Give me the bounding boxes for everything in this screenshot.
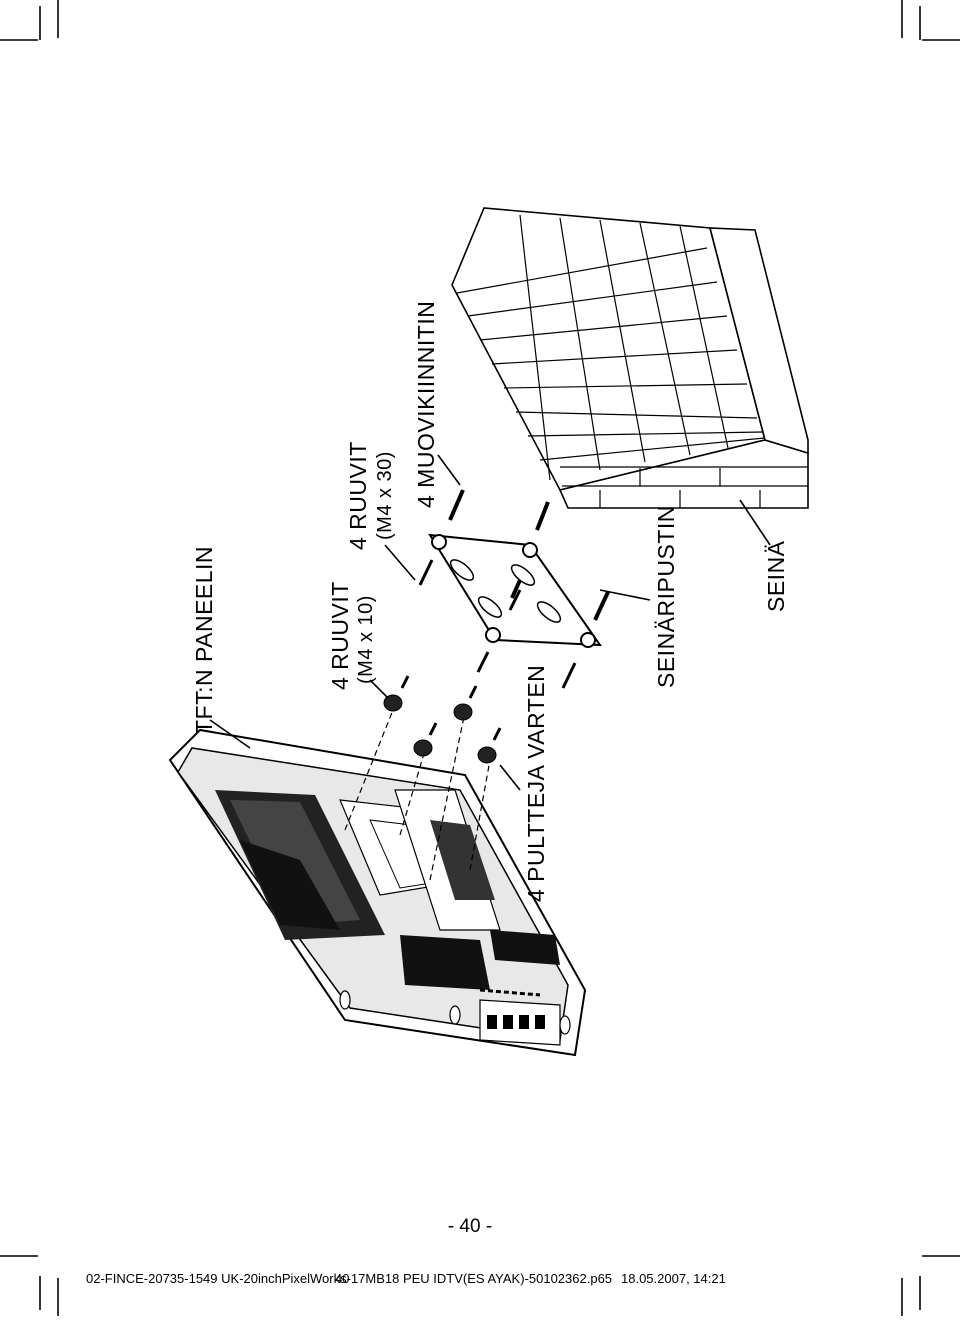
plastic-anchors	[448, 489, 610, 621]
bolts	[383, 694, 497, 764]
footer-timestamp: 18.05.2007, 14:21	[621, 1271, 726, 1286]
footer-filename: 02-FINCE-20735-1549 UK-20inchPixelWorks-…	[86, 1271, 612, 1286]
label-screws-short-size: (M4 x 10)	[355, 595, 377, 684]
long-screws	[418, 559, 577, 689]
footer-page-ref: 40	[335, 1271, 349, 1286]
brick-wall	[451, 207, 809, 509]
label-wall: SEINÄ	[763, 540, 789, 612]
assembly-guide-lines	[344, 704, 491, 881]
label-plastic-anchors: 4 MUOVIKIINNITIN	[413, 301, 439, 508]
label-bolts: 4 PULTTEJA VARTEN	[523, 665, 549, 902]
label-screws-short: 4 RUUVIT	[327, 581, 353, 690]
label-tft-panel: TFT:N PANEELIN	[191, 546, 217, 734]
label-screws-long: 4 RUUVIT	[345, 441, 371, 550]
tft-panel-illustration	[168, 728, 587, 1057]
label-screws-long-size: (M4 x 30)	[374, 451, 396, 540]
label-wall-bracket: SEINÄRIPUSTIN	[653, 505, 679, 688]
short-screws	[400, 675, 502, 741]
page-number: - 40 -	[448, 1216, 492, 1237]
leader-lines	[209, 454, 771, 791]
